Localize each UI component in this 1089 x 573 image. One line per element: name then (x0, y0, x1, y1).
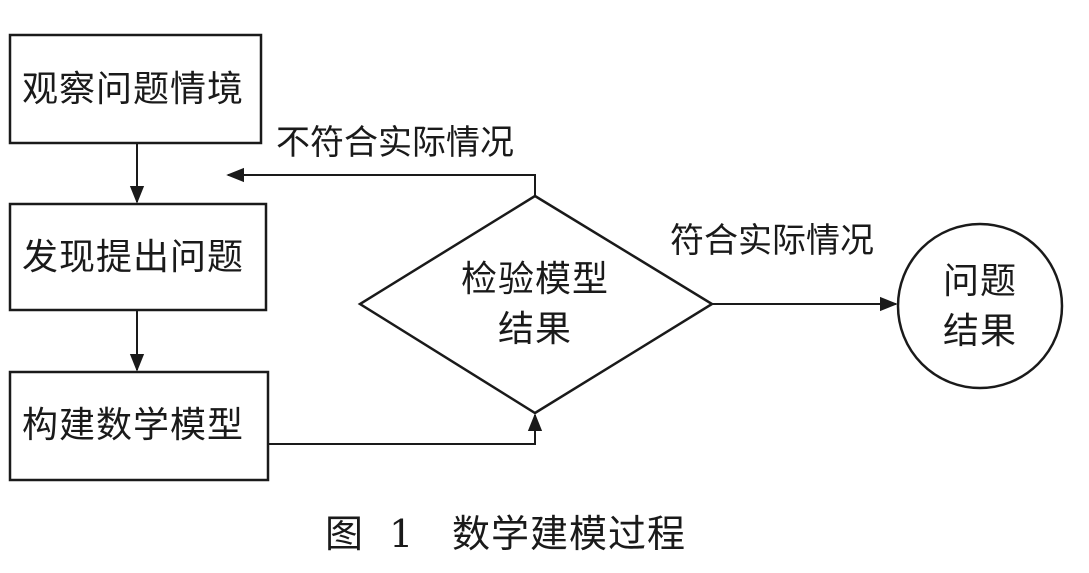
edge-label-not-fit: 不符合实际情况 (276, 123, 514, 163)
box-observe (8, 33, 263, 145)
edge-label-fit: 符合实际情况 (670, 221, 874, 261)
caption-title: 数学建模过程 (452, 512, 687, 556)
box-construct (8, 370, 270, 482)
arrow-construct-to-verify (268, 413, 543, 445)
label-result-line1: 问题 (942, 261, 1017, 302)
diamond-verify (357, 194, 715, 415)
arrow-verify-not-fit (226, 167, 536, 196)
label-observe: 观察问题情境 (22, 69, 245, 110)
label-construct: 构建数学模型 (22, 405, 245, 446)
circle-result (896, 222, 1064, 390)
label-verify-line1: 检验模型 (460, 259, 609, 300)
caption-figure-number: 图 1 (325, 512, 414, 556)
label-result-line2: 结果 (942, 311, 1017, 352)
label-discover: 发现提出问题 (22, 237, 245, 278)
label-verify-line2: 结果 (497, 309, 572, 350)
